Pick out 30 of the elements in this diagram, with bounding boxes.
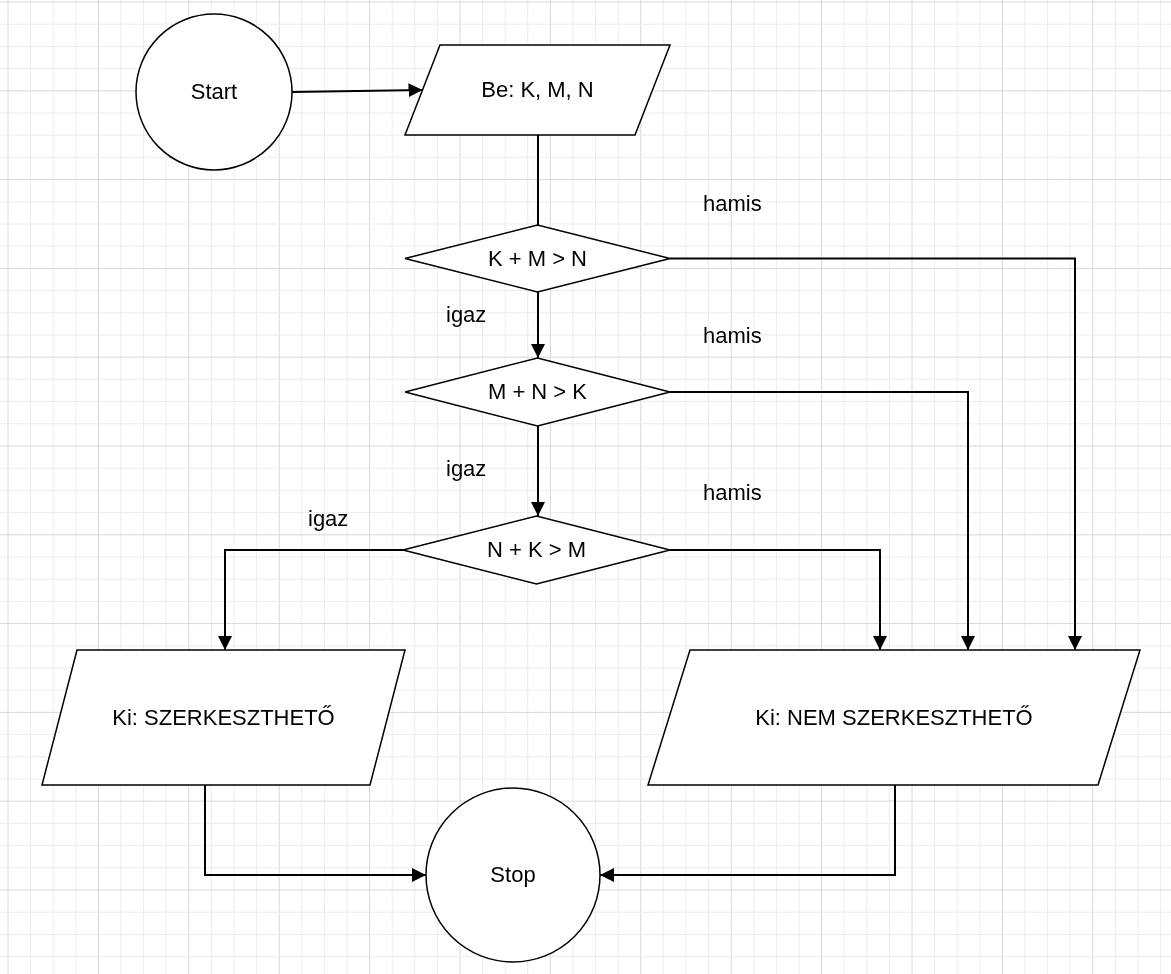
connector-line [537,134,539,226]
decision-diamond [405,225,670,292]
node-label: N + K > M [486,537,586,563]
node-label: Be: K, M, N [481,77,594,103]
edge-label: hamis [703,480,762,506]
node-label: K + M > N [487,245,587,272]
arrow [669,391,975,651]
io-parallelogram [648,650,1140,785]
node-label: Start [190,79,238,105]
node-label: Ki: NEM SZERKESZTHETŐ [755,704,1033,731]
terminal-circle [136,14,292,170]
edge-label: hamis [703,323,762,349]
edge-label: igaz [308,506,349,532]
node-label: Ki: SZERKESZTHETŐ [112,704,335,731]
arrow [669,549,887,651]
node-label: M + N > K [487,379,587,405]
arrow [531,425,545,517]
arrow [669,257,1082,651]
edge-label: hamis [703,191,762,217]
edge-label: igaz [446,302,487,328]
io-parallelogram [405,45,670,135]
arrow [218,549,404,651]
terminal-circle [426,788,600,962]
edge-label: igaz [446,456,487,482]
arrow [531,291,545,359]
decision-diamond [405,358,670,426]
decision-diamond [403,516,670,584]
io-parallelogram [42,650,405,785]
arrow [204,784,427,882]
node-label: Stop [490,862,536,888]
